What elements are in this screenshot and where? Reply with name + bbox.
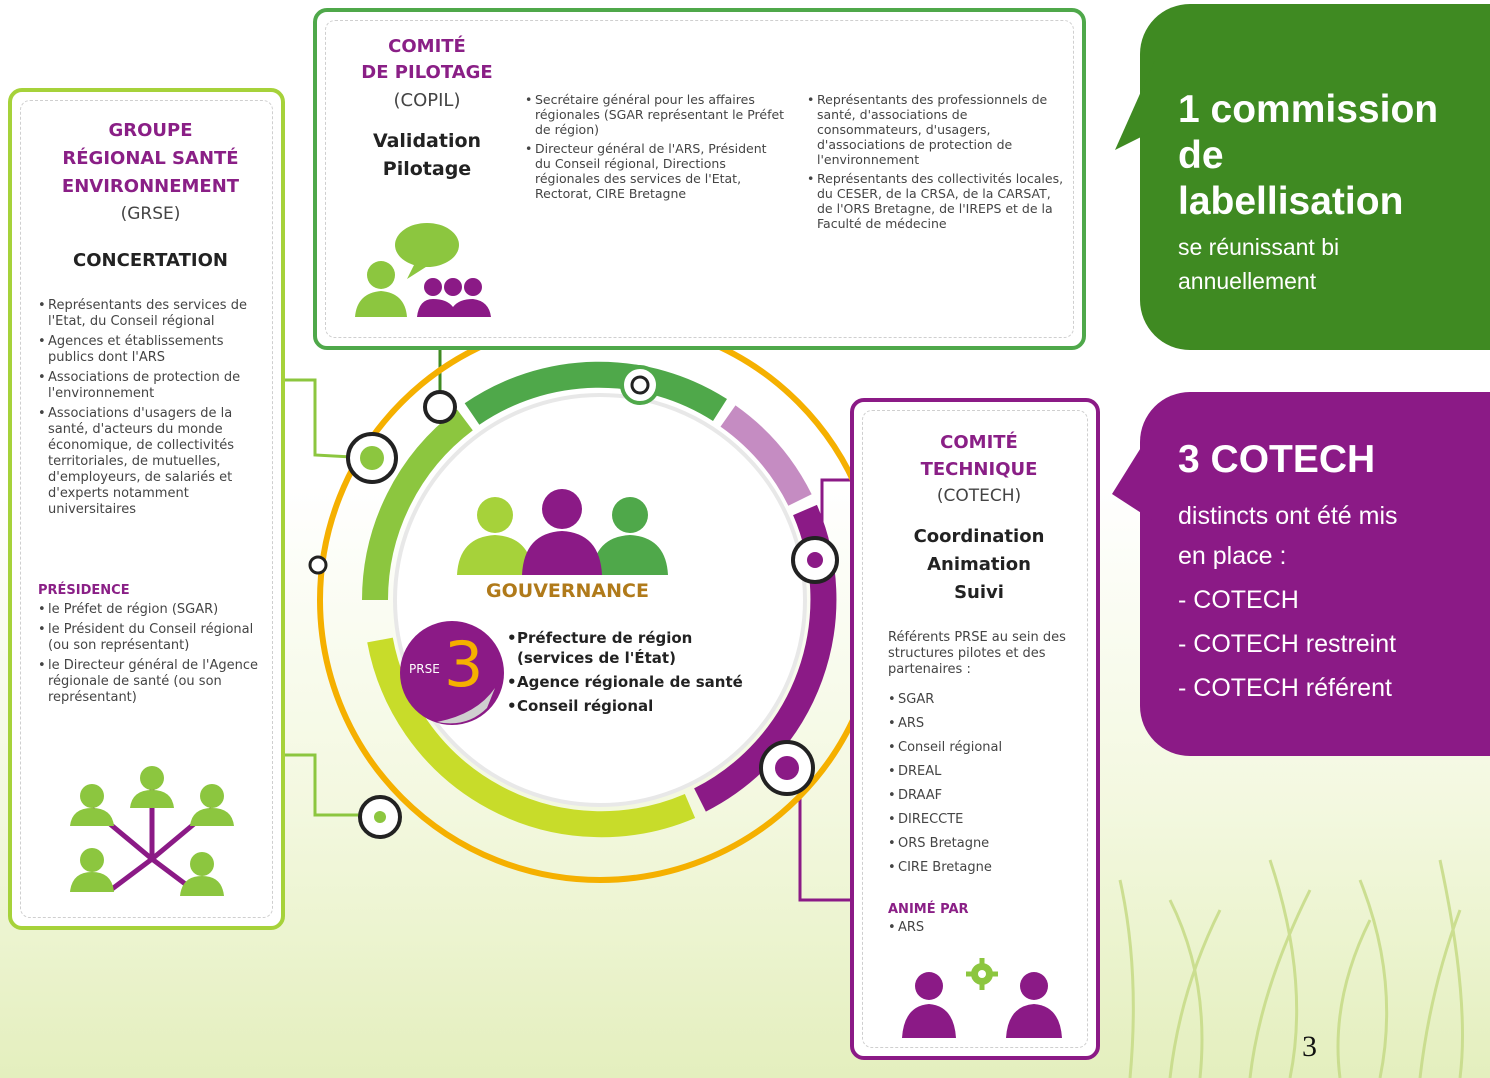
grse-role: CONCERTATION — [73, 250, 228, 271]
grse-box: GROUPE RÉGIONAL SANTÉ ENVIRONNEMENT (GRS… — [8, 88, 285, 930]
list-item: SGAR — [888, 692, 1078, 708]
cotech-title-1: COMITÉ — [940, 432, 1018, 453]
cotech-callout-title: 3 COTECH — [1178, 438, 1376, 481]
list-item: le Président du Conseil régional (ou son… — [38, 622, 263, 654]
cotech-role-3: Suivi — [954, 582, 1004, 603]
list-item: Préfecture de région (services de l'État… — [507, 628, 757, 668]
copil-members-list-2: Représentants des professionnels de sant… — [807, 92, 1067, 235]
list-item: DREAL — [888, 764, 1078, 780]
cotech-title-2: TECHNIQUE — [920, 459, 1038, 480]
list-item: Agence régionale de santé — [507, 672, 757, 692]
grse-title-1: GROUPE — [108, 120, 193, 141]
cotech-abbr: (COTECH) — [936, 486, 1022, 506]
copil-members-list-1: Secrétaire général pour les affaires rég… — [525, 92, 785, 205]
copil-abbr: (COPIL) — [393, 90, 461, 111]
cotech-anime-list: ARS — [888, 920, 1078, 940]
list-item: ARS — [888, 716, 1078, 732]
cotech-members-list: SGAR ARS Conseil régional DREAL DRAAF DI… — [888, 692, 1078, 884]
cotech-callout-text-2: en place : — [1178, 542, 1287, 570]
cotech-callout-text-1: distincts ont été mis — [1178, 502, 1398, 530]
meeting-people-icon — [355, 223, 491, 317]
network-people-icon — [70, 766, 234, 896]
grse-abbr: (GRSE) — [120, 204, 181, 224]
list-item: Représentants des services de l'Etat, du… — [38, 298, 263, 330]
cotech-callout-item-2: - COTECH restreint — [1178, 630, 1397, 658]
copil-title-1: COMITÉ — [388, 36, 466, 57]
grse-presidence-list: le Préfet de région (SGAR) le Président … — [38, 602, 263, 710]
list-item: DIRECCTE — [888, 812, 1078, 828]
governance-title: GOUVERNANCE — [486, 580, 649, 602]
cotech-callout-tail — [1112, 430, 1152, 520]
list-item: Directeur général de l'ARS, Président du… — [525, 141, 785, 201]
copil-box: COMITÉ DE PILOTAGE (COPIL) Validation Pi… — [313, 8, 1086, 350]
list-item: Conseil régional — [888, 740, 1078, 756]
list-item: le Préfet de région (SGAR) — [38, 602, 263, 618]
grse-presidence-label: PRÉSIDENCE — [38, 583, 130, 598]
commission-text-2: annuellement — [1178, 268, 1317, 294]
list-item: Conseil régional — [507, 696, 757, 716]
commission-title-2: de — [1178, 134, 1224, 177]
prse3-logo — [400, 621, 504, 725]
governance-members-list: Préfecture de région (services de l'État… — [507, 628, 757, 720]
prse-logo-number: 3 — [444, 628, 484, 701]
copil-role-2: Pilotage — [382, 158, 472, 180]
list-item: ARS — [888, 920, 1078, 936]
list-item: Secrétaire général pour les affaires rég… — [525, 92, 785, 137]
cotech-callout: 3 COTECH distincts ont été mis en place … — [1140, 392, 1490, 756]
team-gear-icon — [902, 958, 1062, 1038]
copil-title-2: DE PILOTAGE — [361, 62, 493, 83]
governance-people-icon — [457, 489, 668, 575]
page-number: 3 — [1302, 1030, 1317, 1063]
list-item: Associations d'usagers de la santé, d'ac… — [38, 406, 263, 518]
grse-title-3: ENVIRONNEMENT — [61, 176, 240, 197]
list-item: Associations de protection de l'environn… — [38, 370, 263, 402]
list-item: Représentants des collectivités locales,… — [807, 171, 1067, 231]
list-item: Représentants des professionnels de sant… — [807, 92, 1067, 167]
list-item: ORS Bretagne — [888, 836, 1078, 852]
grse-members-list: Représentants des services de l'Etat, du… — [38, 298, 263, 522]
commission-title-3: labellisation — [1178, 180, 1404, 223]
cotech-anime-label: ANIMÉ PAR — [888, 902, 969, 917]
grass-decoration — [1118, 859, 1464, 1078]
cotech-box: COMITÉ TECHNIQUE (COTECH) Coordination A… — [850, 398, 1100, 1060]
list-item: le Directeur général de l'Agence régiona… — [38, 658, 263, 706]
commission-callout-tail — [1115, 60, 1155, 150]
cotech-callout-item-1: - COTECH — [1178, 586, 1299, 614]
grse-title-2: RÉGIONAL SANTÉ — [62, 148, 239, 169]
prse-logo-text: PRSE — [409, 662, 440, 676]
commission-title-1: 1 commission — [1178, 88, 1439, 131]
commission-callout: 1 commission de labellisation se réuniss… — [1140, 4, 1490, 350]
list-item: Agences et établissements publics dont l… — [38, 334, 263, 366]
cotech-callout-item-3: - COTECH référent — [1178, 674, 1392, 702]
cotech-intro: Référents PRSE au sein des structures pi… — [888, 630, 1066, 677]
commission-text-1: se réunissant bi — [1178, 234, 1340, 260]
cotech-role-1: Coordination — [913, 526, 1045, 547]
list-item: CIRE Bretagne — [888, 860, 1078, 876]
list-item: DRAAF — [888, 788, 1078, 804]
cotech-role-2: Animation — [927, 554, 1031, 575]
copil-role-1: Validation — [372, 130, 482, 152]
